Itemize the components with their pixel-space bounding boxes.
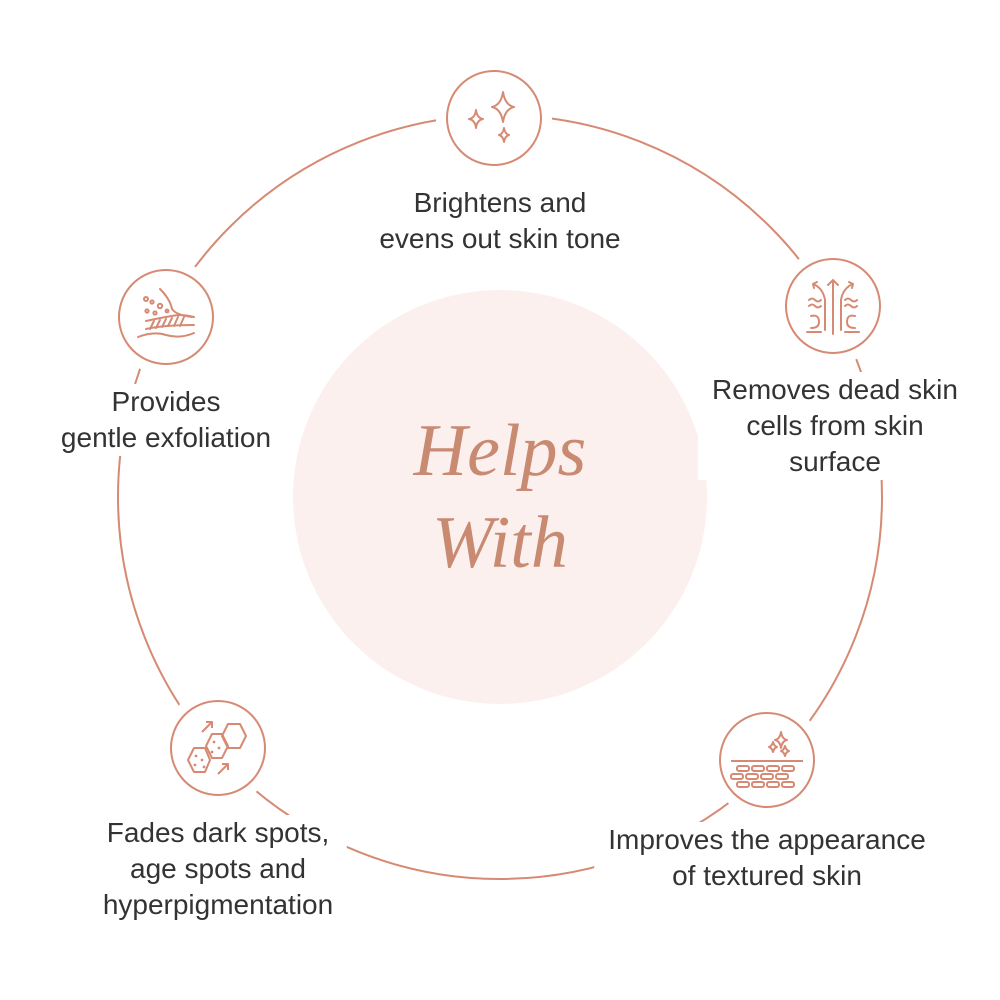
label-line: Fades dark spots, bbox=[106, 817, 330, 848]
label-line: Provides bbox=[111, 386, 221, 417]
benefit-label-improves-texture: Improves the appearance of textured skin bbox=[594, 822, 940, 894]
label-line: evens out skin tone bbox=[379, 223, 621, 254]
center-title-line1: Helps bbox=[413, 410, 587, 492]
benefit-label-fades-dark-spots: Fades dark spots, age spots and hyperpig… bbox=[88, 815, 348, 923]
benefit-label-removes-dead-skin: Removes dead skin cells from skin surfac… bbox=[698, 372, 972, 480]
label-line: cells from skin bbox=[746, 410, 924, 441]
exfoliation-icon bbox=[118, 269, 214, 365]
label-line: Brightens and bbox=[413, 187, 587, 218]
label-line: of textured skin bbox=[672, 860, 862, 891]
label-line: surface bbox=[789, 446, 881, 477]
cell-renewal-icon bbox=[785, 258, 881, 354]
center-title: Helps With bbox=[293, 290, 707, 704]
center-title-line2: With bbox=[432, 502, 568, 584]
skin-texture-icon bbox=[719, 712, 815, 808]
sparkles-icon bbox=[446, 70, 542, 166]
center-circle bbox=[293, 290, 707, 704]
label-line: Improves the appearance bbox=[608, 824, 926, 855]
benefit-label-gentle-exfoliation: Provides gentle exfoliation bbox=[46, 384, 286, 456]
benefit-label-brightens: Brightens and evens out skin tone bbox=[365, 185, 635, 257]
label-line: age spots and bbox=[130, 853, 306, 884]
label-line: Removes dead skin bbox=[712, 374, 958, 405]
label-line: gentle exfoliation bbox=[60, 422, 272, 453]
label-line: hyperpigmentation bbox=[102, 889, 334, 920]
pigment-cells-icon bbox=[170, 700, 266, 796]
